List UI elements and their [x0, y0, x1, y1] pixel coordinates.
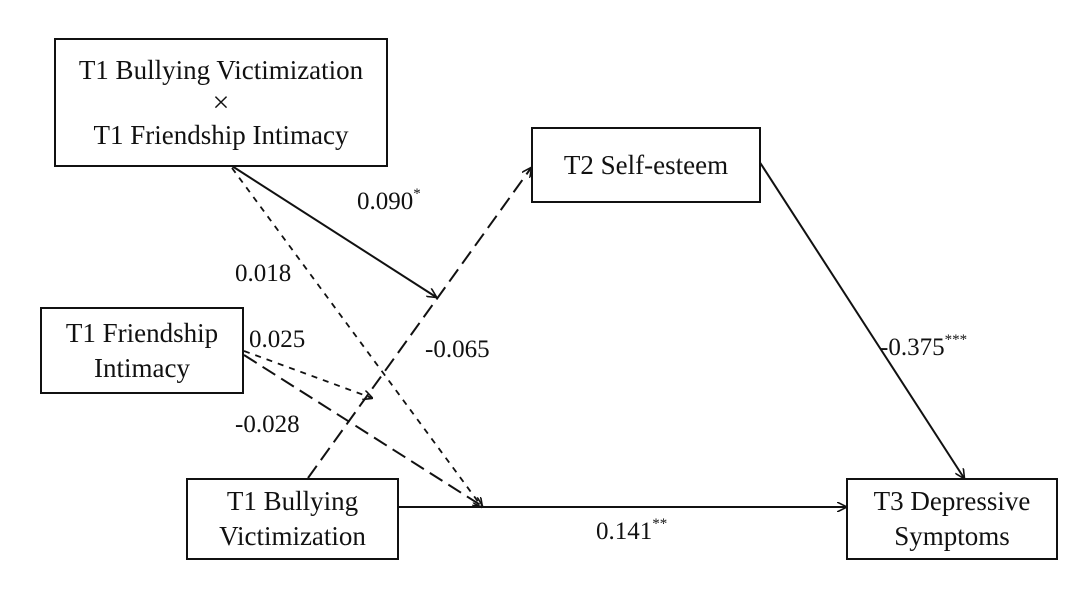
multiplication-symbol: ×: [212, 85, 230, 119]
node-friendship-line1: T1 Friendship: [65, 317, 219, 348]
significance-stars: **: [652, 516, 668, 532]
coef-interaction-to-depressive: 0.018: [235, 260, 291, 288]
node-self-esteem-label: T2 Self-esteem: [563, 149, 729, 180]
node-depressive-line2: Symptoms: [894, 521, 1010, 551]
node-bullying-victimization: T1 Bullying Victimization: [186, 478, 399, 560]
significance-stars: *: [413, 186, 421, 202]
node-self-esteem: T2 Self-esteem: [531, 127, 761, 203]
arrow-self-esteem-to-depressive: [758, 160, 964, 478]
arrow-bullying-to-self-esteem: [307, 168, 531, 479]
node-interaction-line2: T1 Friendship Intimacy: [93, 119, 349, 150]
coef-self-esteem-to-depressive: -0.375***: [880, 332, 968, 362]
node-depressive-line1: T3 Depressive: [873, 486, 1031, 517]
node-friendship-intimacy: T1 Friendship Intimacy: [40, 307, 244, 394]
significance-stars: ***: [944, 332, 968, 348]
coef-value: 0.018: [235, 260, 292, 287]
coef-value: 0.025: [249, 326, 306, 353]
node-interaction-line1: T1 Bullying Victimization: [78, 54, 364, 85]
coef-value: 0.090: [357, 188, 414, 215]
coef-value: -0.028: [235, 411, 300, 438]
coef-friendship-moderation: 0.025: [249, 326, 305, 354]
arrow-friendship-moderation: [243, 350, 372, 398]
arrow-interaction-moderation: [231, 165, 436, 297]
arrow-friendship-to-depressive-path: [243, 354, 482, 506]
coef-value: -0.065: [425, 336, 490, 363]
coef-value: 0.141: [596, 518, 653, 545]
node-bullying-line2: Victimization: [219, 521, 366, 551]
node-interaction: T1 Bullying Victimization × T1 Friendshi…: [54, 38, 388, 167]
coef-bullying-to-self-esteem: -0.065: [425, 336, 490, 364]
arrow-interaction-to-depressive-path: [231, 167, 482, 507]
coef-interaction-moderation: 0.090*: [357, 186, 421, 216]
node-depressive-symptoms: T3 Depressive Symptoms: [846, 478, 1058, 560]
node-friendship-line2: Intimacy: [94, 352, 190, 383]
node-bullying-line1: T1 Bullying: [226, 486, 359, 517]
coef-friendship-to-depressive: -0.028: [235, 411, 300, 439]
coef-value: -0.375: [880, 334, 945, 361]
coef-bullying-to-depressive: 0.141**: [596, 516, 668, 546]
